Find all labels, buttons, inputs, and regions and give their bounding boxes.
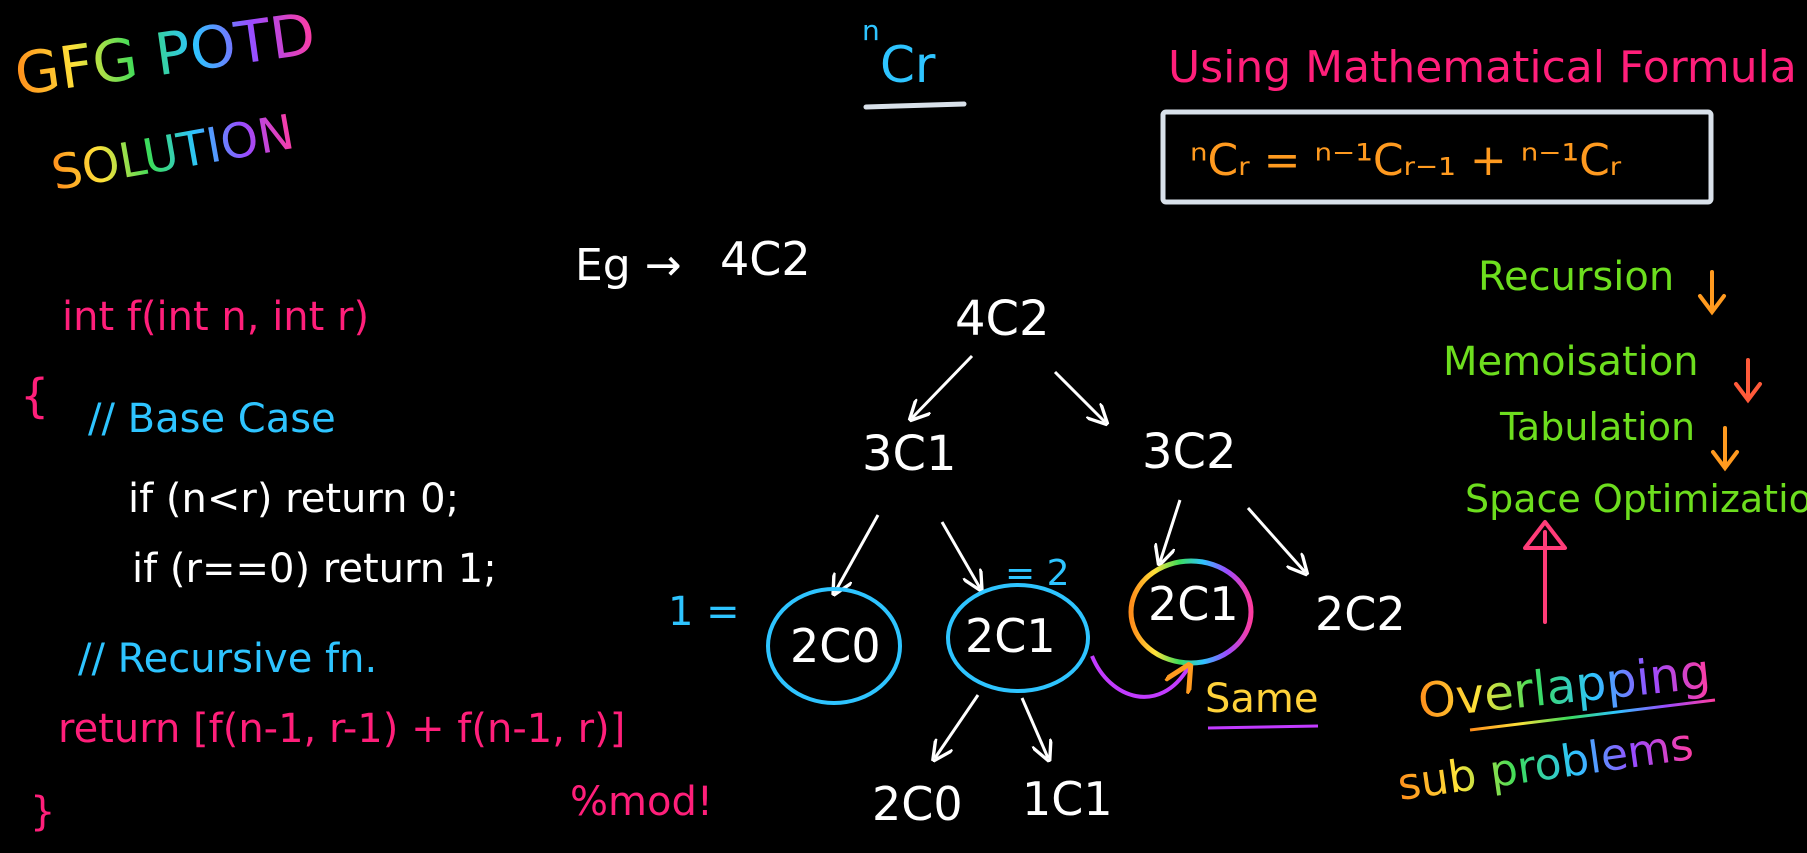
edge-3c1-right <box>940 521 980 588</box>
edge-2c1-left <box>935 694 980 758</box>
title-line2: SOLUTION <box>47 104 298 202</box>
up-arrow <box>1523 520 1567 624</box>
code-base-line2: if (r==0) return 1; <box>132 546 497 592</box>
example-label: Eg → <box>575 240 682 291</box>
tree-node-2c0: 2C0 <box>790 619 881 673</box>
code-signature: int f(int n, int r) <box>62 294 369 340</box>
tree-node-2c1-right: 2C1 <box>1148 577 1239 631</box>
example-value: 4C2 <box>720 232 811 286</box>
ncr-main: Cr <box>880 36 936 94</box>
edge-3c1-left <box>835 514 880 592</box>
circle-2c1-left <box>946 583 1090 693</box>
code-base-comment: // Base Case <box>88 396 336 442</box>
same-underline <box>1207 724 1319 730</box>
tree-node-3c2: 3C2 <box>1142 424 1237 480</box>
code-rec-comment: // Recursive fn. <box>78 636 377 682</box>
overlapping-underline <box>1469 698 1716 732</box>
code-return-line: return [f(n-1, r-1) + f(n-1, r)] <box>58 706 625 752</box>
approach-tabulation: Tabulation <box>1499 405 1695 449</box>
annotation-two: = 2 <box>1005 553 1070 594</box>
code-mod-note: %mod! <box>570 779 713 825</box>
approach-space-optimization: Space Optimization <box>1465 477 1807 521</box>
recursion-tree: 4C2 3C1 3C2 2C0 2C1 2C1 2C2 1 = = 2 Same <box>668 291 1406 831</box>
tree-node-3c1: 3C1 <box>862 426 957 482</box>
overlapping-line2: sub problems <box>1394 719 1696 811</box>
code-close-brace: } <box>30 789 55 835</box>
annotation-one: 1 = <box>668 589 740 635</box>
approach-memoisation: Memoisation <box>1443 339 1699 385</box>
down-arrow-1 <box>1698 270 1726 316</box>
tree-node-leaf-2c0: 2C0 <box>872 777 963 831</box>
edge-3c2-right <box>1246 507 1305 572</box>
edge-3c2-left <box>1160 499 1182 562</box>
title-line1: GFG POTD <box>10 0 319 109</box>
edge-root-left <box>912 354 974 418</box>
same-connector <box>1090 655 1188 699</box>
tree-node-2c1-left: 2C1 <box>965 609 1056 663</box>
ncr-sup: n <box>862 14 880 47</box>
tree-root: 4C2 <box>955 291 1050 347</box>
formula-box <box>1160 109 1714 205</box>
ncr-underline <box>863 101 967 110</box>
same-label: Same <box>1205 676 1318 722</box>
tree-node-2c2: 2C2 <box>1315 587 1406 641</box>
down-arrow-3 <box>1711 426 1739 472</box>
formula-text: ⁿCᵣ = ⁿ⁻¹Cᵣ₋₁ + ⁿ⁻¹Cᵣ <box>1190 135 1622 186</box>
circle-2c0 <box>766 587 902 705</box>
code-base-line1: if (n<r) return 0; <box>128 476 459 522</box>
approach-recursion: Recursion <box>1478 254 1674 300</box>
edge-root-right <box>1053 370 1105 422</box>
code-open-brace: { <box>20 369 49 423</box>
formula-title: Using Mathematical Formula <box>1168 42 1797 93</box>
edge-2c1-right <box>1020 697 1048 758</box>
down-arrow-2 <box>1734 358 1762 404</box>
tree-node-leaf-1c1: 1C1 <box>1022 772 1113 826</box>
